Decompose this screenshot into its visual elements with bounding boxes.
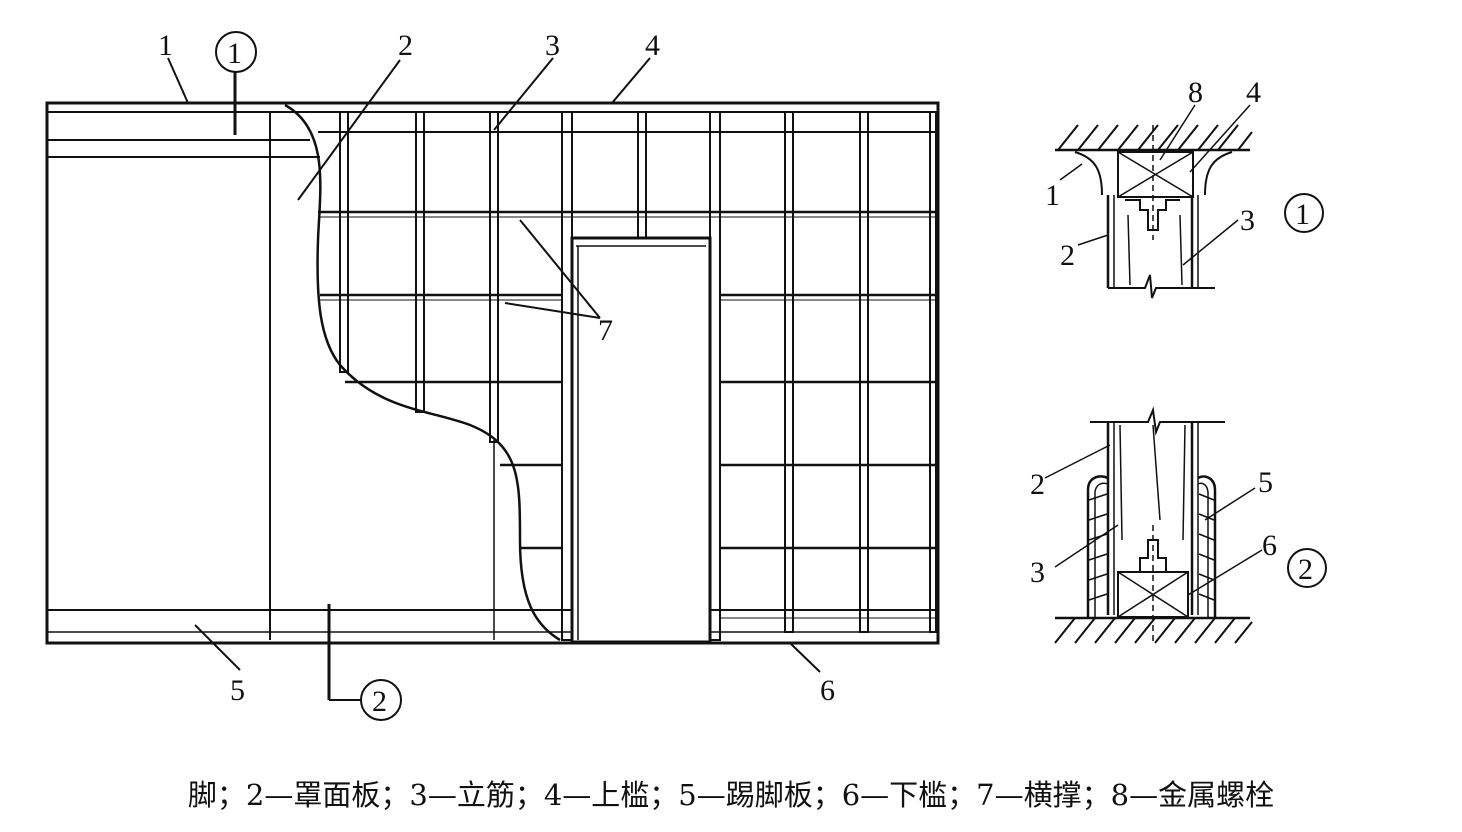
detail1-label-4: 4 — [1246, 76, 1261, 109]
cross-braces — [318, 131, 938, 619]
detail-1-top-section: 8 4 1 2 3 1 — [1045, 76, 1324, 299]
detail1-label-8: 8 — [1188, 76, 1203, 109]
wall-elevation: 1 1 2 3 4 7 5 2 6 — [45, 29, 940, 721]
label-7: 7 — [598, 314, 613, 347]
detail2-callout-label: 2 — [1298, 553, 1313, 586]
leader-5 — [194, 624, 241, 671]
leader-2 — [297, 59, 401, 201]
panel-tear-edge — [284, 103, 561, 642]
label-3: 3 — [545, 29, 560, 62]
floor-hatch — [1054, 617, 1253, 644]
leader-7b — [504, 302, 601, 319]
callout-circle-2 — [360, 679, 402, 721]
detail1-label-2: 2 — [1060, 239, 1075, 272]
label-4: 4 — [645, 29, 660, 62]
detail2-label-5: 5 — [1258, 466, 1273, 499]
detail2-label-3: 3 — [1030, 556, 1045, 589]
callout-label-2: 2 — [372, 685, 387, 718]
leader-3 — [493, 57, 554, 131]
detail2-label-6: 6 — [1262, 529, 1277, 562]
wall-outline — [45, 101, 940, 645]
label-2: 2 — [398, 29, 413, 62]
detail2-label-2: 2 — [1030, 468, 1045, 501]
label-6: 6 — [820, 674, 835, 707]
detail1-callout-label: 1 — [1295, 198, 1310, 231]
leader-1 — [167, 57, 189, 104]
label-5: 5 — [230, 674, 245, 707]
label-1: 1 — [158, 29, 173, 62]
detail1-label-3: 3 — [1240, 204, 1255, 237]
leader-6 — [789, 642, 821, 673]
detail2-callout-circle — [1287, 548, 1327, 588]
detail1-callout-circle — [1284, 193, 1324, 233]
detail-2-bottom-section: 2 5 3 6 2 — [1030, 406, 1327, 645]
door-opening — [570, 236, 712, 644]
callout-label-1: 1 — [227, 37, 242, 70]
ceiling-hatch — [1057, 124, 1253, 151]
leader-7a — [519, 219, 601, 319]
legend-caption: 脚；2—罩面板；3—立筋；4—上槛；5—踢脚板；6—下槛；7—横撑；8—金属螺栓 — [187, 778, 1275, 812]
callout-circle-1 — [215, 31, 257, 73]
leader-4 — [611, 57, 651, 104]
detail1-label-1: 1 — [1045, 179, 1060, 212]
